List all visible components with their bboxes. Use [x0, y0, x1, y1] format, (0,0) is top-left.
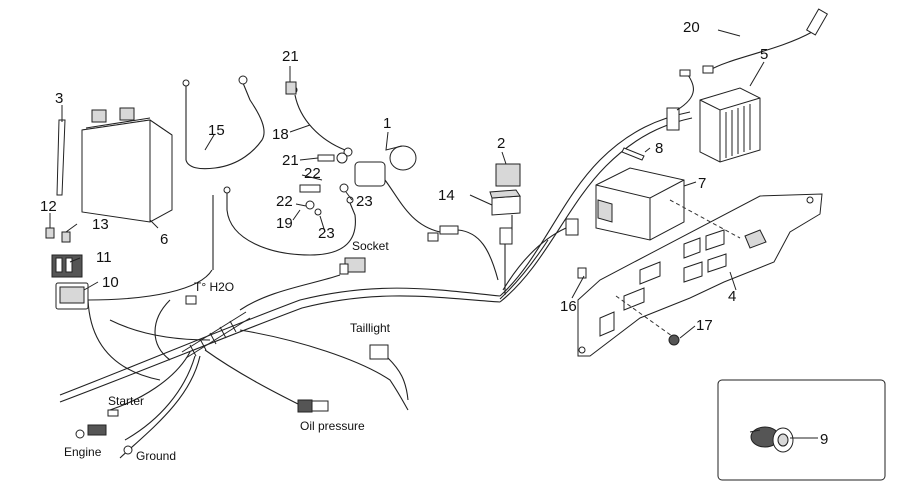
- ecu-unit: [595, 167, 685, 241]
- part-number-23-a: 23: [356, 193, 373, 210]
- harness-connectors: [427, 69, 694, 291]
- part-number-5: 5: [760, 46, 768, 63]
- inset-box: [717, 379, 886, 481]
- oil-pressure-label: Oil pressure: [300, 419, 365, 433]
- cable-15: [182, 75, 265, 170]
- part-number-9: 9: [820, 431, 828, 448]
- cable-18: [288, 85, 353, 157]
- part-number-21-mid: 21: [282, 152, 299, 169]
- starter-label: Starter: [108, 394, 144, 408]
- part-number-21-top: 21: [282, 48, 299, 65]
- fasteners: [285, 81, 349, 216]
- assembly-line-a: [669, 199, 741, 239]
- part-number-2: 2: [497, 135, 505, 152]
- temperature-sensor: [185, 295, 197, 305]
- ground-label: Ground: [136, 449, 176, 463]
- leader-lines: [49, 29, 818, 439]
- assembly-line-b: [615, 295, 673, 337]
- harness-branches: [87, 195, 409, 459]
- part-number-1: 1: [383, 115, 391, 132]
- part-number-18: 18: [272, 126, 289, 143]
- mounting-bracket: [577, 193, 823, 357]
- part-number-13: 13: [92, 216, 109, 233]
- starter-relay: [354, 145, 441, 233]
- callout-labels: Socket T° H2O Taillight Starter Engine G…: [64, 239, 391, 463]
- part-number-10: 10: [102, 274, 119, 291]
- fuse-12: [45, 227, 55, 239]
- part-number-22-a: 22: [304, 165, 321, 182]
- socket-label: Socket: [352, 239, 389, 253]
- starter-terminals: [75, 409, 133, 455]
- part-number-6: 6: [160, 231, 168, 248]
- socket-connector: [339, 257, 366, 275]
- part-number-15: 15: [208, 122, 225, 139]
- engine-label: Engine: [64, 445, 102, 459]
- part-number-7: 7: [698, 175, 706, 192]
- taillight-connector: [369, 344, 409, 401]
- part-number-11: 11: [96, 249, 112, 266]
- taillight-label: Taillight: [350, 321, 391, 335]
- part-number-16: 16: [560, 298, 577, 315]
- part-number-3: 3: [55, 90, 63, 107]
- voltage-regulator: [699, 87, 761, 163]
- part-number-14: 14: [438, 187, 455, 204]
- part-number-22-b: 22: [276, 193, 293, 210]
- battery: [81, 107, 173, 223]
- part-number-20: 20: [683, 19, 700, 36]
- part-number-8: 8: [655, 140, 663, 157]
- part-number-17: 17: [696, 317, 713, 334]
- fuse-holder: [51, 254, 83, 278]
- main-fuse-box: [55, 282, 89, 310]
- part-numbers: 3 6 12 13 11 10 15 21 18 21 22 22 23 23 …: [40, 19, 828, 448]
- oil-pressure-connector: [297, 399, 329, 413]
- part-number-19: 19: [276, 215, 293, 232]
- bracket-fasteners: [577, 147, 680, 346]
- cable-20: [702, 8, 829, 74]
- part-number-4: 4: [728, 288, 736, 305]
- part-number-23-b: 23: [318, 225, 335, 242]
- part-number-12: 12: [40, 198, 57, 215]
- fuse-13: [61, 231, 71, 243]
- temperature-label: T° H2O: [194, 280, 234, 294]
- relay-connector: [489, 163, 521, 295]
- vent-tube: [56, 119, 66, 196]
